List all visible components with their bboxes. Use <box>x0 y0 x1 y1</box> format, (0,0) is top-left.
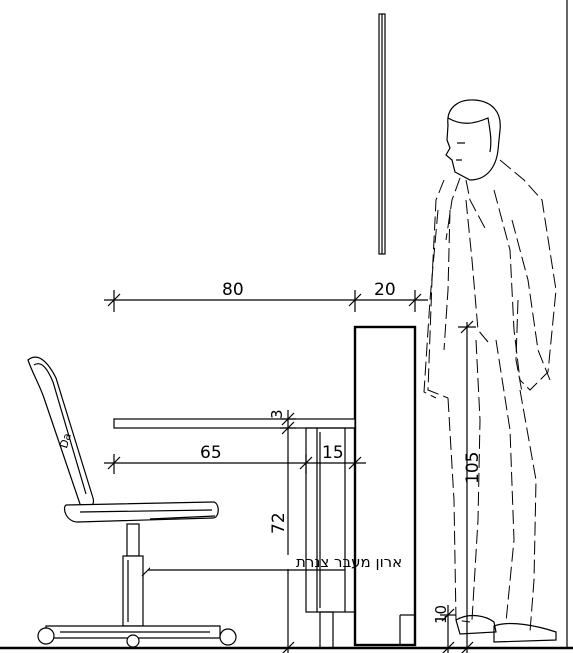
dim-counter-height-group: 105 <box>458 320 483 653</box>
dim-desk-height: 72 <box>269 512 289 534</box>
pipe-cabinet <box>305 427 356 649</box>
chair-logo-icon: Da <box>57 431 74 449</box>
office-chair: Da <box>27 356 237 648</box>
dim-row-middle: 65 15 <box>104 443 366 474</box>
dim-desk-height-group: 72 <box>269 436 295 653</box>
dim-panel-offset: 20 <box>374 280 396 300</box>
standing-person <box>423 99 557 643</box>
dim-desk-depth: 80 <box>222 280 244 300</box>
dim-cabinet-depth: 15 <box>322 443 344 463</box>
reception-counter <box>353 325 417 647</box>
dim-knee-depth: 65 <box>200 443 222 463</box>
desk-top <box>113 418 356 429</box>
dim-desk-thickness: 3 <box>268 409 286 419</box>
cabinet-label: ארון מעבר צנרת <box>296 553 402 571</box>
dim-desk-thickness-group: 3 <box>268 409 296 436</box>
dim-floor-offset: 10 <box>432 605 450 624</box>
dim-floor-offset-group: 10 <box>432 605 456 653</box>
glass-partition <box>378 13 386 255</box>
dim-counter-height: 105 <box>463 452 483 484</box>
dim-row-top: 80 20 <box>104 280 428 312</box>
cabinet-label-group: ארון מעבר צנרת <box>141 553 402 577</box>
